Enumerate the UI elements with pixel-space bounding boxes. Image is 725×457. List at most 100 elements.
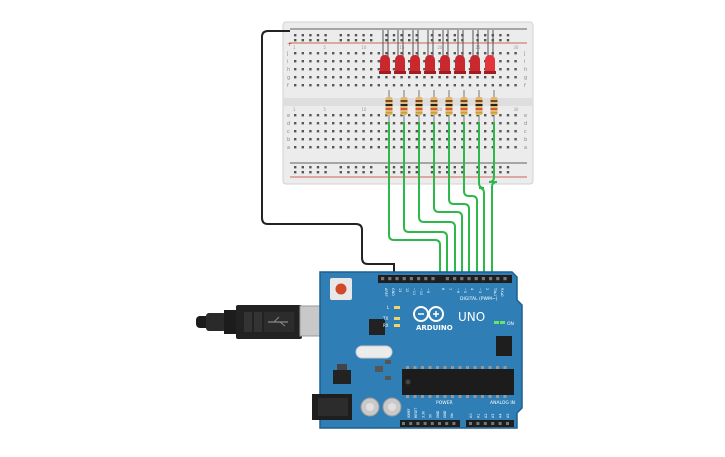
red-led[interactable]: [439, 30, 451, 74]
analog-pin-label: A5: [506, 414, 510, 418]
row-letter: i: [287, 59, 288, 65]
green-wire[interactable]: [488, 122, 498, 278]
row-letter: j: [286, 51, 288, 57]
green-wire[interactable]: [433, 122, 463, 278]
resistor[interactable]: [385, 90, 393, 122]
digital-pin-label: 7: [448, 288, 452, 290]
digital-pin-label: 8: [441, 288, 445, 290]
row-letter: d: [287, 121, 290, 127]
signal-wires[interactable]: [388, 122, 498, 278]
led-array[interactable]: [379, 30, 496, 74]
red-led[interactable]: [424, 30, 436, 74]
row-letter: a: [524, 145, 527, 151]
red-led[interactable]: [469, 30, 481, 74]
digital-pin-label: ~5: [463, 288, 467, 293]
row-letter: a: [287, 145, 290, 151]
analog-header[interactable]: [466, 420, 514, 427]
resistor[interactable]: [460, 90, 468, 122]
board-model: UNO: [458, 310, 485, 324]
row-letter: g: [524, 75, 527, 81]
digital-header[interactable]: [378, 275, 512, 283]
red-led[interactable]: [394, 30, 406, 74]
green-wire[interactable]: [418, 122, 456, 278]
green-wire[interactable]: [403, 122, 448, 278]
icsp-header: [496, 336, 512, 356]
column-number: 15: [399, 45, 405, 50]
power-pin-label: 5V: [429, 413, 433, 418]
green-wire[interactable]: [463, 122, 478, 278]
tx-label: TX: [382, 316, 388, 321]
analog-pin-label: A0: [469, 414, 473, 418]
column-number: 5: [323, 107, 326, 112]
resistor[interactable]: [430, 90, 438, 122]
row-letter: e: [287, 113, 290, 119]
digital-pin-label: ~6: [456, 288, 460, 293]
green-wire[interactable]: [448, 122, 470, 278]
row-letter: d: [524, 121, 527, 127]
on-label: ON: [507, 321, 514, 327]
capacitor: [382, 397, 402, 417]
analog-pin-label: A3: [491, 414, 495, 418]
analog-pin-label: A2: [484, 414, 488, 418]
crystal: [355, 345, 393, 359]
resistor[interactable]: [475, 90, 483, 122]
column-number: 30: [513, 45, 519, 50]
row-letter: b: [524, 137, 527, 143]
digital-pin-label: 2: [485, 288, 489, 290]
analog-pin-label: A4: [499, 414, 503, 418]
usb-chip: [369, 319, 385, 335]
column-number: 1: [293, 107, 296, 112]
row-letter: i: [524, 59, 525, 65]
column-number: 30: [513, 107, 519, 112]
rail-plus-label: +: [287, 41, 292, 48]
digital-pin-label: ~9: [426, 288, 430, 293]
green-wire[interactable]: [388, 122, 441, 278]
digital-pin-label: AREF: [384, 288, 388, 297]
column-number: 10: [361, 45, 367, 50]
power-pin-label: GND: [443, 410, 447, 418]
digital-pin-label: ~3: [478, 288, 482, 293]
green-wire[interactable]: [478, 122, 485, 278]
row-letter: g: [287, 75, 290, 81]
analog-label: ANALOG IN: [490, 400, 515, 406]
power-pin-label: Vin: [450, 413, 454, 418]
power-header[interactable]: [400, 420, 460, 427]
column-number: 10: [361, 107, 367, 112]
red-led[interactable]: [379, 30, 391, 74]
row-letter: h: [524, 67, 527, 73]
column-number: 1: [293, 45, 296, 50]
red-led[interactable]: [484, 30, 496, 74]
row-letter: e: [524, 113, 527, 119]
column-number: 5: [323, 45, 326, 50]
digital-pin-label: 12: [405, 288, 409, 292]
digital-pin-label: ~11: [412, 288, 416, 295]
resistor[interactable]: [415, 90, 423, 122]
red-led[interactable]: [409, 30, 421, 74]
red-led[interactable]: [454, 30, 466, 74]
usb-cable[interactable]: [196, 305, 341, 339]
digital-pin-label: GND: [391, 288, 395, 296]
row-letter: f: [287, 83, 289, 89]
digital-label: DIGITAL (PWM~): [460, 296, 498, 302]
resistor[interactable]: [445, 90, 453, 122]
arduino-logo-icon: [413, 306, 444, 322]
digital-pin-label: RX◂0: [500, 288, 504, 297]
row-letter: f: [524, 83, 526, 89]
digital-pin-label: 13: [398, 288, 402, 292]
wire-gnd[interactable]: [261, 30, 395, 274]
rx-label: RX: [383, 323, 389, 328]
resistor[interactable]: [400, 90, 408, 122]
power-label: POWER: [436, 400, 453, 406]
row-letter: j: [523, 51, 525, 57]
resistor[interactable]: [490, 90, 498, 122]
digital-pin-label: ~10: [419, 288, 423, 295]
arduino-logo-text: ARDUINO: [416, 324, 453, 332]
power-pin-label: 3.3V: [421, 410, 425, 418]
power-pin-label: GND: [436, 410, 440, 418]
resistor-array[interactable]: [385, 90, 498, 122]
